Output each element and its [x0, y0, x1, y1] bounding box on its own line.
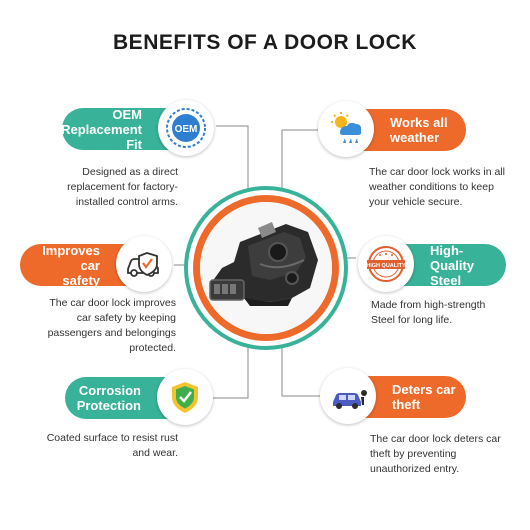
oem-badge-text: OEM	[175, 124, 198, 135]
high-quality-badge-text: HIGH QUALITY	[366, 263, 406, 269]
door-lock-image	[193, 195, 339, 341]
weather-icon	[318, 101, 374, 157]
benefit-label: OEM Replacement Fit	[61, 106, 142, 152]
benefit-steel-description: Made from high-strength Steel for long l…	[371, 299, 486, 326]
benefit-weather-description: The car door lock works in all weather c…	[369, 166, 505, 208]
connector-theft	[281, 338, 322, 397]
benefit-corrosion-description: Coated surface to resist rust and wear.	[46, 432, 178, 459]
benefit-corrosion-protection: Corrosion Protection	[65, 369, 213, 425]
benefit-label: Improves car safety	[42, 242, 100, 288]
benefit-theft-description: The car door lock deters car theft by pr…	[370, 433, 501, 475]
benefit-label: High-Quality Steel	[430, 242, 475, 288]
benefit-oem-fit: OEM Replacement Fit OEM	[61, 100, 214, 156]
shield-check-icon	[157, 369, 213, 425]
benefit-car-safety: Improves car safety	[20, 236, 172, 292]
connector-oem	[216, 125, 249, 205]
connector-corrosion	[210, 338, 249, 399]
oem-seal-icon: OEM	[158, 100, 214, 156]
benefit-oem-description: Designed as a direct replacement for fac…	[67, 166, 178, 208]
benefit-deters-theft: Deters car theft	[320, 368, 466, 424]
benefit-label: Corrosion Protection	[76, 383, 141, 413]
benefit-label: Works all weather	[390, 115, 448, 145]
page-title: BENEFITS OF A DOOR LOCK	[113, 31, 417, 54]
connector-weather	[281, 129, 318, 205]
benefit-label: Deters car theft	[392, 382, 456, 412]
car-thief-icon	[320, 368, 376, 424]
high-quality-stamp-icon: HIGH QUALITY	[358, 236, 414, 292]
benefit-all-weather: Works all weather	[318, 101, 466, 157]
benefit-safety-description: The car door lock improves car safety by…	[47, 297, 176, 354]
benefit-quality-steel: High-Quality Steel HIGH QUALITY	[358, 236, 506, 292]
car-shield-icon	[116, 236, 172, 292]
